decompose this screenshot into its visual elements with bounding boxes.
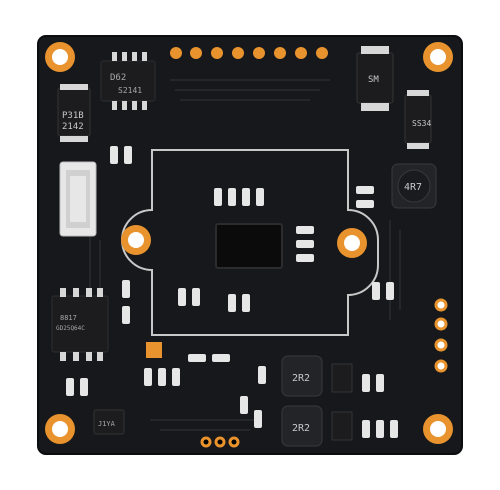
connector-white [59, 161, 97, 237]
lens-mount-outline [120, 149, 379, 336]
transistor-bottom: J1YA [93, 409, 125, 435]
right-edge-pads [434, 298, 448, 373]
diode-top-right-label: SM [368, 75, 379, 85]
pcb-traces [89, 79, 401, 431]
corner-mounting-holes [45, 42, 453, 444]
transistor-bottom-label: J1YA [98, 420, 116, 428]
diode-right-label: SS34 [412, 119, 431, 128]
inductor-bottom-2-label: 2R2 [292, 423, 310, 434]
chip-flash-soic: 8817 GD25Q64C [51, 288, 109, 361]
flash-chip-label-2: GD25Q64C [56, 325, 85, 332]
diode-left-label-1: P31B [62, 111, 84, 121]
smd-passives [66, 146, 398, 438]
inductor-bottom-1-label: 2R2 [292, 373, 310, 384]
inductor-bottom-1: 2R2 [281, 355, 323, 397]
top-header-pads [170, 47, 328, 59]
chip-top-soic: D62 S2141 [100, 52, 156, 110]
diode-right: SS34 [404, 90, 432, 149]
flash-chip-label-1: 8817 [60, 314, 77, 322]
diode-top-right: SM [356, 46, 394, 111]
orange-pad [146, 342, 162, 358]
small-ics-bottom [331, 363, 353, 441]
chip-top-code: S2141 [118, 86, 142, 95]
diode-left-label-2: 2142 [62, 122, 84, 132]
inductor-right: 4R7 [391, 163, 437, 209]
diode-left: P31B 2142 [57, 84, 91, 142]
chip-top-label: D62 [110, 73, 126, 83]
image-sensor [215, 223, 283, 269]
lens-mount-holes [121, 225, 367, 258]
bottom-pads [200, 436, 240, 448]
inductor-right-label: 4R7 [404, 182, 422, 193]
inductor-bottom-2: 2R2 [281, 405, 323, 447]
